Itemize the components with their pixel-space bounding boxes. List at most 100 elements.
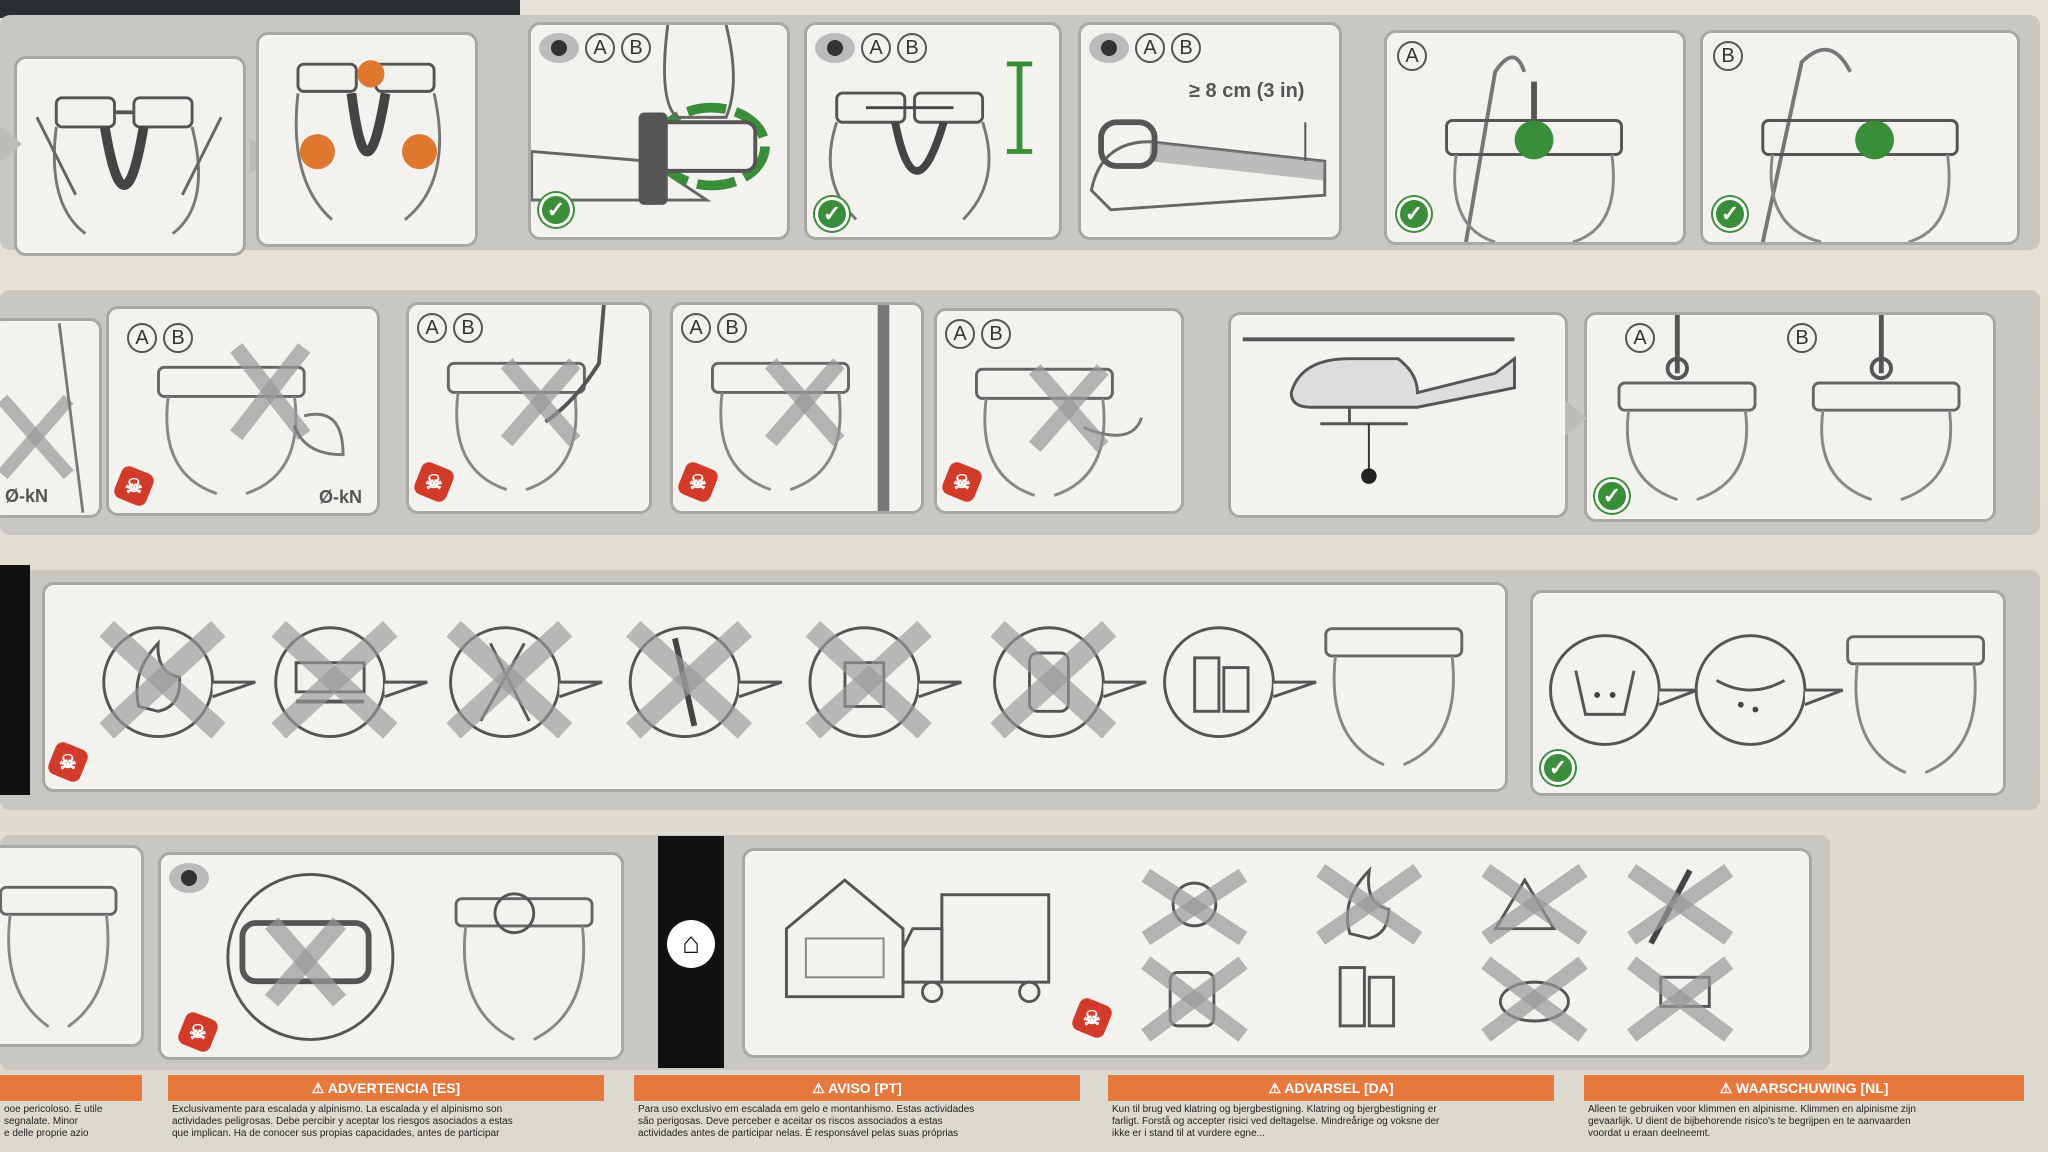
- min-tail-length-label: ≥ 8 cm (3 in): [1189, 80, 1305, 102]
- letter-b: B: [897, 33, 927, 63]
- warning-heading: [0, 1075, 142, 1101]
- warning-es: ⚠ ADVERTENCIA [ES] Exclusivamente para e…: [168, 1075, 604, 1152]
- heat-icon: [1316, 864, 1423, 945]
- row2-panel-1: Ø-kN: [0, 318, 102, 518]
- gas-can-icon: [1141, 956, 1248, 1042]
- warning-heading: ⚠ WAARSCHUWING [NL]: [1584, 1075, 2024, 1101]
- harness-donning-illustration: [35, 96, 223, 235]
- harness-icon: [1846, 635, 1985, 774]
- care-instruction-icons: [1549, 634, 1985, 774]
- panel-letters: A B: [1089, 33, 1201, 63]
- step-arrow-icon: [0, 126, 22, 162]
- warning-text: Kun til brug ved klatring og bjergbestig…: [1112, 1104, 1440, 1139]
- letter-b: B: [1713, 41, 1743, 71]
- panel-letters: A: [1625, 323, 1655, 353]
- row1-panel-6: A ✓: [1384, 30, 1686, 245]
- check-icon: ✓: [815, 197, 849, 231]
- panel-letters: A B: [815, 33, 927, 63]
- warning-da: ⚠ ADVARSEL [DA] Kun til brug ved klatrin…: [1108, 1075, 1554, 1152]
- harness-icon: [0, 885, 118, 1028]
- letter-b: B: [163, 323, 193, 353]
- row1-panel-1: [14, 56, 246, 256]
- check-icon: ✓: [1595, 479, 1629, 513]
- warning-heading: ⚠ AVISO [PT]: [634, 1075, 1080, 1101]
- row4-panel-2: ☠: [158, 852, 624, 1060]
- letter-b: B: [1787, 323, 1817, 353]
- row2-panel-2: A B ☠ Ø-kN: [106, 306, 380, 516]
- warning-text: Para uso exclusivo em escalada em gelo e…: [638, 1104, 975, 1139]
- check-icon: ✓: [539, 193, 573, 227]
- letter-a: A: [945, 319, 975, 349]
- letter-a: A: [417, 313, 447, 343]
- vehicle-icon: [901, 893, 1051, 1004]
- chemical-bottles-icon: [1163, 626, 1317, 738]
- zero-kn-label: Ø-kN: [319, 487, 363, 507]
- warning-heading: ⚠ ADVARSEL [DA]: [1108, 1075, 1554, 1101]
- letter-b: B: [717, 313, 747, 343]
- cutter-icon: [1626, 956, 1734, 1042]
- row2-panel-3: A B ☠: [406, 302, 652, 514]
- harness-icon: [1324, 627, 1464, 767]
- no-load-illustration: [0, 323, 85, 513]
- row4-panel-1: [0, 845, 144, 1047]
- wrong-belay-illustration: [711, 305, 890, 511]
- warning-nl: ⚠ WAARSCHUWING [NL] Alleen te gebruiken …: [1584, 1075, 2024, 1152]
- panel-letters: B: [1713, 41, 1743, 71]
- panel-letters: B: [1787, 323, 1817, 353]
- buckle-wear-inspection-illustration: [226, 872, 594, 1041]
- row1-panel-4: A B ✓: [804, 22, 1062, 240]
- check-icon: ✓: [1541, 751, 1575, 785]
- letter-a: A: [1135, 33, 1165, 63]
- sharp-edge-icon: [1481, 864, 1588, 945]
- warning-pt: ⚠ AVISO [PT] Para uso exclusivo em escal…: [634, 1075, 1080, 1152]
- letter-a: A: [1625, 323, 1655, 353]
- row2-panel-7: A B ✓: [1584, 312, 1996, 522]
- home-icon: ⌂: [667, 920, 715, 968]
- row4-storage-panel: ☠: [742, 848, 1812, 1058]
- panel-letters: A B: [945, 319, 1011, 349]
- wash-basin-icon: [1549, 634, 1698, 746]
- knife-icon: [1627, 864, 1734, 945]
- wrong-tie-in-illustration: [446, 305, 606, 492]
- rodent-icon: [1481, 956, 1588, 1042]
- letter-b: B: [981, 319, 1011, 349]
- letter-b: B: [1171, 33, 1201, 63]
- step-arrow-icon: [1565, 400, 1587, 436]
- drying-icon: [1694, 634, 1844, 746]
- maintenance-sidebar: [0, 565, 30, 795]
- letter-a: A: [127, 323, 157, 353]
- helicopter-rescue-illustration: [1242, 337, 1516, 484]
- chemicals-icon: [1338, 966, 1396, 1028]
- scissors-icon: [446, 620, 603, 739]
- house-icon: [784, 878, 905, 999]
- panel-letters: A: [1397, 41, 1427, 71]
- harness-leg-loops-illustration: [294, 60, 442, 221]
- check-icon: ✓: [1713, 197, 1747, 231]
- eye-icon: [539, 33, 579, 63]
- tie-in-b-illustration: [1760, 47, 1959, 242]
- letter-a: A: [585, 33, 615, 63]
- eye-icon: [815, 33, 855, 63]
- tie-in-a-illustration: [1445, 55, 1623, 242]
- fire-icon: [99, 620, 256, 739]
- sun-icon: [1141, 868, 1248, 945]
- warning-partial: ooe pericoloso. É utile segnalate. Minor…: [0, 1075, 142, 1152]
- check-icon: ✓: [1397, 197, 1431, 231]
- row3-allowed-panel: ✓: [1530, 590, 2006, 796]
- gas-can-icon: [990, 620, 1147, 739]
- letter-a: A: [861, 33, 891, 63]
- eye-icon: [1089, 33, 1129, 63]
- zero-kn-label: Ø-kN: [5, 486, 49, 506]
- rescue-attachment-illustration: [1617, 315, 1961, 501]
- warning-text: Alleen te gebruiken voor klimmen en alpi…: [1588, 1104, 1916, 1139]
- row2-panel-6: [1228, 312, 1568, 518]
- letter-b: B: [621, 33, 651, 63]
- panel-letters: A B: [539, 33, 651, 63]
- panel-letters: A B: [417, 313, 483, 343]
- eye-icon: [169, 863, 209, 893]
- warning-heading: ⚠ ADVERTENCIA [ES]: [168, 1075, 604, 1101]
- gear-loop-misuse-illustration: [157, 343, 345, 495]
- solvent-icon: [805, 620, 962, 739]
- row2-panel-4: A B ☠: [670, 302, 924, 514]
- sewing-machine-icon: [271, 620, 428, 739]
